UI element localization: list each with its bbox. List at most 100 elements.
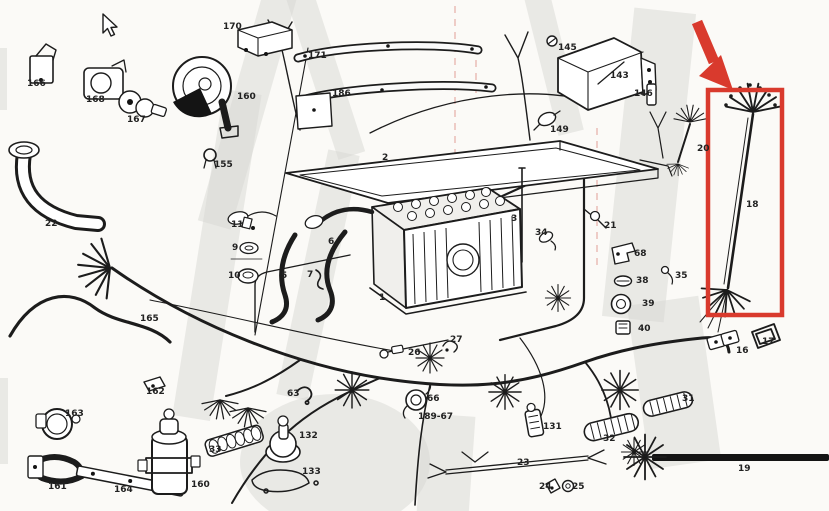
part-label-131: 131 bbox=[543, 422, 562, 432]
part-label-25: 25 bbox=[572, 482, 585, 492]
battery-1 bbox=[369, 187, 527, 315]
horn-160 bbox=[172, 56, 239, 139]
part-label-66: 66 bbox=[427, 394, 440, 404]
part-label-5: 5 bbox=[281, 271, 287, 281]
part-label-1: 1 bbox=[379, 293, 385, 303]
highlight-arrow bbox=[691, 19, 733, 90]
bracket-171 bbox=[293, 41, 483, 63]
part-label-163: 163 bbox=[65, 409, 84, 419]
cable-19 bbox=[620, 433, 829, 481]
part-label-24: 24 bbox=[539, 482, 552, 492]
part-label-22: 22 bbox=[45, 219, 58, 229]
component-167 bbox=[118, 90, 168, 118]
loom-31 bbox=[642, 391, 694, 417]
clips-26-27 bbox=[379, 339, 458, 359]
sleeve-146 bbox=[646, 83, 657, 106]
rod-3 bbox=[518, 167, 526, 263]
elbow-grommet-22 bbox=[8, 141, 106, 232]
part-label-168: 168 bbox=[86, 95, 105, 105]
screw-145 bbox=[546, 35, 558, 47]
clamp-161 bbox=[27, 454, 85, 485]
part-label-189-67: 189-67 bbox=[418, 412, 453, 422]
part-label-18: 18 bbox=[746, 200, 759, 210]
relay-170 bbox=[237, 21, 293, 57]
part-label-170: 170 bbox=[223, 22, 242, 32]
part-label-164: 164 bbox=[114, 485, 133, 495]
clip-21 bbox=[583, 208, 607, 229]
harness-20 bbox=[649, 104, 707, 178]
part-label-6: 6 bbox=[328, 237, 334, 247]
highlight-arrow-shaft bbox=[691, 19, 720, 65]
part-label-143: 143 bbox=[610, 71, 629, 81]
part-label-162: 162 bbox=[146, 387, 165, 397]
part-label-149: 149 bbox=[550, 125, 569, 135]
small-parts-11-9-10 bbox=[230, 216, 263, 284]
part-label-38: 38 bbox=[636, 276, 649, 286]
highlight-arrow-head bbox=[699, 55, 733, 90]
part-label-7: 7 bbox=[307, 270, 313, 280]
part-label-166: 166 bbox=[27, 79, 46, 89]
part-label-33: 33 bbox=[209, 445, 222, 455]
part-label-161: 161 bbox=[48, 482, 67, 492]
part-label-2: 2 bbox=[382, 153, 388, 163]
part-label-39: 39 bbox=[642, 299, 655, 309]
dimmer-switch-132 bbox=[265, 415, 301, 463]
part-label-63: 63 bbox=[287, 389, 300, 399]
bracket-186 bbox=[295, 81, 497, 130]
part-label-23: 23 bbox=[517, 458, 530, 468]
part-label-26: 26 bbox=[408, 348, 421, 358]
right-column-parts bbox=[610, 242, 674, 335]
part-label-160: 160 bbox=[191, 480, 210, 490]
highlight-box bbox=[705, 87, 785, 318]
part-label-132: 132 bbox=[299, 431, 318, 441]
part-label-17: 17 bbox=[762, 337, 775, 347]
part-label-35: 35 bbox=[675, 271, 688, 281]
part-label-31: 31 bbox=[682, 394, 695, 404]
clip-149 bbox=[533, 110, 561, 131]
wire-165 bbox=[8, 294, 172, 344]
frame-17 bbox=[751, 323, 781, 349]
part-label-9: 9 bbox=[232, 243, 238, 253]
part-label-11: 11 bbox=[231, 220, 244, 230]
part-label-186: 186 bbox=[332, 89, 351, 99]
part-label-133: 133 bbox=[302, 467, 321, 477]
ignition-coil-160 bbox=[137, 408, 201, 495]
connector-131 bbox=[524, 402, 545, 438]
connector-16 bbox=[706, 329, 740, 351]
part-label-146: 146 bbox=[634, 89, 653, 99]
part-label-20: 20 bbox=[697, 144, 710, 154]
terminal-strip-33 bbox=[204, 424, 264, 457]
clamp-163 bbox=[35, 408, 81, 440]
grommet-66 bbox=[402, 382, 432, 419]
cable-23 bbox=[427, 449, 607, 479]
part-label-165: 165 bbox=[140, 314, 159, 324]
clip-63 bbox=[296, 386, 313, 406]
part-label-3: 3 bbox=[511, 214, 517, 224]
part-label-68: 68 bbox=[634, 249, 647, 259]
part-label-21: 21 bbox=[604, 221, 617, 231]
part-label-145: 145 bbox=[558, 43, 577, 53]
part-label-160: 160 bbox=[237, 92, 256, 102]
loom-32 bbox=[583, 412, 640, 442]
part-label-16: 16 bbox=[736, 346, 749, 356]
part-label-32: 32 bbox=[603, 434, 616, 444]
part-label-19: 19 bbox=[738, 464, 751, 474]
bracket-162 bbox=[143, 376, 166, 392]
part-label-167: 167 bbox=[127, 115, 146, 125]
pad-133 bbox=[251, 469, 319, 494]
part-label-155: 155 bbox=[214, 160, 233, 170]
part-label-171: 171 bbox=[308, 51, 327, 61]
clip-155 bbox=[203, 148, 217, 169]
part-label-27: 27 bbox=[450, 335, 463, 345]
component-168 bbox=[83, 59, 127, 100]
part-label-10: 10 bbox=[228, 271, 241, 281]
clip-24 bbox=[545, 478, 561, 494]
grommet-25 bbox=[561, 479, 575, 493]
part-label-34: 34 bbox=[535, 228, 548, 238]
component-166 bbox=[29, 43, 57, 84]
illustrations bbox=[8, 19, 829, 506]
part-labels-layer: 1661681671601701711861551652214514314614… bbox=[27, 22, 775, 495]
part-label-40: 40 bbox=[638, 324, 651, 334]
